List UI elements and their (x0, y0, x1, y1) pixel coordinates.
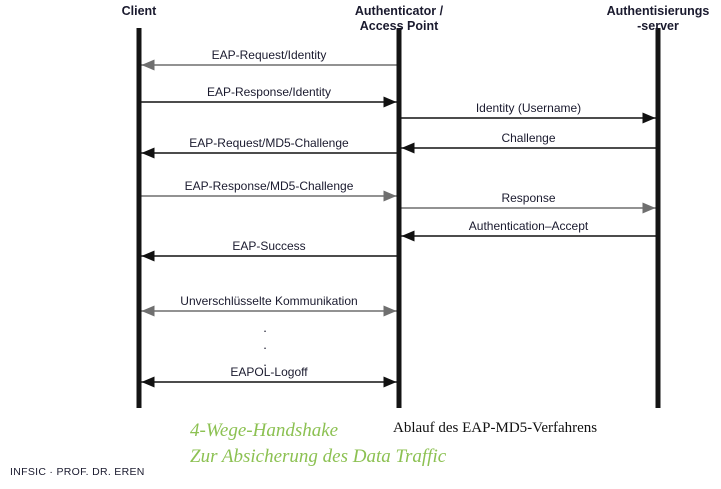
continuation-dot: · (262, 340, 268, 355)
arrowhead-m8 (401, 230, 415, 242)
caption-diagram-title: Ablauf des EAP-MD5-Verfahrens (393, 420, 598, 436)
message-label-m10: Unverschlüsselte Kommunikation (180, 294, 358, 308)
actor-label-auth_server: Authentisierungs-server (558, 4, 721, 34)
footer-attribution: INFSIC · PROF. DR. EREN (10, 466, 145, 478)
actor-label-line2: Access Point (359, 19, 439, 33)
message-label-m2: EAP-Response/Identity (206, 85, 332, 99)
arrowhead-m1 (141, 59, 155, 71)
arrowhead-m5 (141, 147, 155, 159)
continuation-dots: · · · (255, 322, 275, 373)
continuation-dot: · (262, 323, 268, 338)
actor-label-client: Client (39, 4, 239, 19)
message-label-m5: EAP-Request/MD5-Challenge (189, 136, 349, 150)
lifeline-client (136, 28, 142, 408)
arrowhead-left-m11 (141, 376, 155, 388)
actor-label-line1: Authentisierungs (606, 4, 710, 18)
arrowhead-m7 (642, 202, 656, 214)
actor-label-line1: Client (121, 4, 157, 18)
message-label-m6: EAP-Response/MD5-Challenge (184, 179, 354, 193)
message-label-m1: EAP-Request/Identity (211, 48, 327, 62)
message-label-m3: Identity (Username) (475, 101, 582, 115)
message-label-m8: Authentication–Accept (468, 219, 589, 233)
continuation-dot: · (262, 357, 268, 372)
arrowhead-right-m10 (383, 305, 397, 317)
lifeline-authenticator (396, 28, 402, 408)
actor-label-line2: -server (637, 19, 679, 33)
message-label-m11: EAPOL-Logoff (230, 365, 308, 379)
actor-label-authenticator: Authenticator /Access Point (299, 4, 499, 34)
arrowhead-m6 (383, 190, 397, 202)
caption-green-line2: Zur Absicherung des Data Traffic (190, 446, 447, 467)
message-label-m9: EAP-Success (232, 239, 306, 253)
arrowhead-m4 (401, 142, 415, 154)
message-label-m7: Response (501, 191, 556, 205)
message-label-m4: Challenge (501, 131, 556, 145)
actor-label-line1: Authenticator / (354, 4, 444, 18)
caption-green-line1: 4-Wege-Handshake (190, 420, 339, 441)
arrowhead-right-m11 (383, 376, 397, 388)
lifeline-auth_server (655, 28, 661, 408)
arrowhead-m3 (642, 112, 656, 124)
arrowhead-m9 (141, 250, 155, 262)
arrowhead-m2 (383, 96, 397, 108)
arrowhead-left-m10 (141, 305, 155, 317)
